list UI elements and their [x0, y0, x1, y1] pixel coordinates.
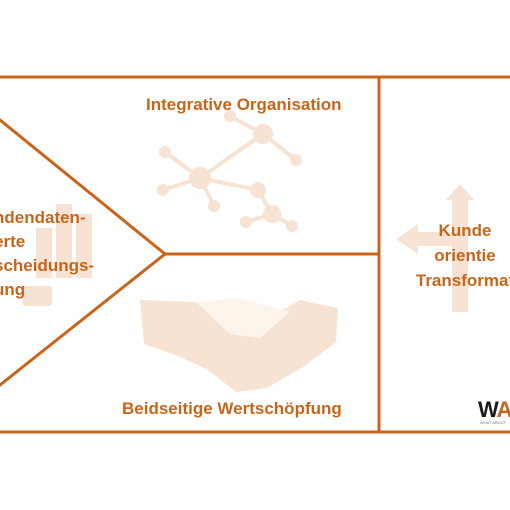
logo-accent: A	[496, 397, 510, 422]
logo-main: W	[478, 397, 498, 422]
handshake-icon	[140, 298, 338, 392]
label-kundendaten-entscheidung: ndendaten- erte scheidungs- ung	[0, 206, 94, 302]
right-line-3: Transformat	[415, 271, 510, 290]
label-kundenorientierte-transformation: Kunde orientie Transformat	[390, 218, 510, 293]
network-icon	[157, 110, 302, 232]
logo: WA	[478, 397, 510, 423]
direction-arrows-icon	[396, 184, 474, 312]
left-line-3: scheidungs-	[0, 256, 95, 275]
bar-chart-icon	[22, 204, 92, 306]
left-line-1: ndendaten-	[0, 208, 86, 227]
frame-lines	[0, 75, 510, 434]
right-line-2: orientie	[434, 246, 496, 265]
right-line-1: Kunde	[438, 221, 492, 240]
left-line-2: erte	[0, 232, 26, 251]
label-beidseitige-wertschoepfung: Beidseitige Wertschöpfung	[122, 399, 342, 418]
logo-tagline: WHAT ABOUT	[480, 420, 507, 425]
label-integrative-organisation: Integrative Organisation	[146, 95, 342, 114]
left-line-4: ung	[0, 280, 26, 299]
